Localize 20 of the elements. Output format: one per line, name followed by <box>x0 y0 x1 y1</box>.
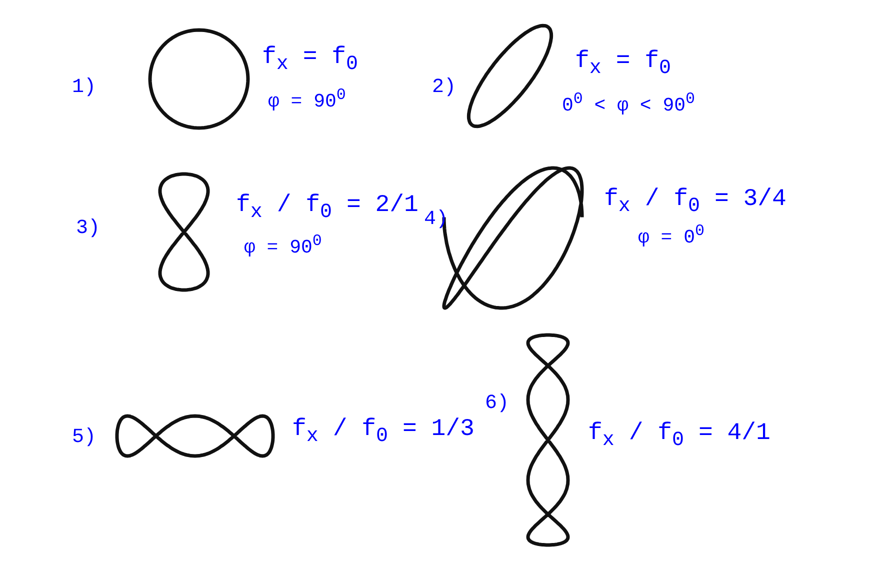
figure-number: 1) <box>72 78 96 98</box>
lissajous-figure <box>115 414 275 458</box>
frequency-relation: f$_{x}$ / f$_{0}$ = 2/1 <box>236 194 418 223</box>
frequency-relation: f$_{x}$ / f$_{0}$ = 4/1 <box>588 422 770 451</box>
frequency-relation: f$_{x}$ = f$_{0}$ <box>262 46 358 75</box>
phase-label: 0$^{0}$ < φ < 90$^{0}$ <box>562 92 696 116</box>
figure-number: 3) <box>76 219 100 239</box>
figure-number: 2) <box>432 78 456 98</box>
phase-label: φ = 0$^{0}$ <box>638 224 705 248</box>
figure-number: 5) <box>72 428 96 448</box>
phase-label: φ = 90$^{0}$ <box>268 88 346 112</box>
figure-number: 4) <box>424 210 448 230</box>
figure-number: 6) <box>485 394 510 414</box>
lissajous-figure <box>526 333 570 547</box>
lissajous-figure <box>148 28 250 130</box>
lissajous-figure <box>158 172 210 292</box>
frequency-relation: f$_{x}$ / f$_{0}$ = 1/3 <box>292 418 474 447</box>
frequency-relation: f$_{x}$ / f$_{0}$ = 3/4 <box>604 188 786 217</box>
lissajous-figure <box>466 24 554 128</box>
frequency-relation: f$_{x}$ = f$_{0}$ <box>575 50 672 79</box>
